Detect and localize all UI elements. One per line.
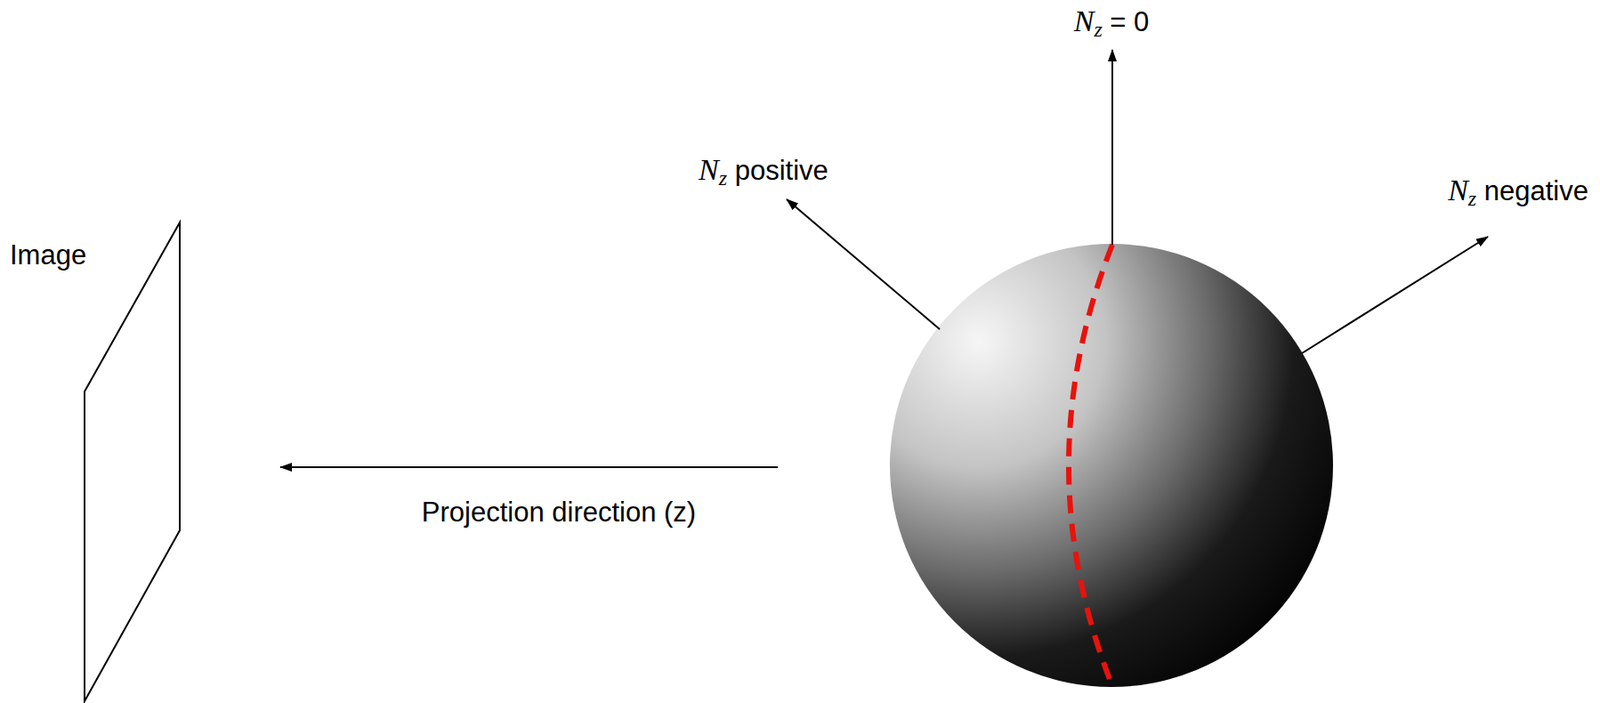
label-rest: = 0	[1102, 6, 1150, 38]
label-rest: negative	[1476, 175, 1589, 207]
normal-label: Nz = 0	[1074, 3, 1150, 43]
occluding-contour	[1068, 244, 1113, 687]
projection-arrow	[280, 466, 778, 469]
normal-label: Nz negative	[1447, 172, 1589, 212]
normal-arrow	[786, 199, 940, 330]
normal-arrow	[1111, 49, 1114, 245]
subscript: z	[1093, 17, 1102, 41]
normal-label: Nz positive	[698, 152, 829, 192]
normal-arrow	[1301, 236, 1488, 354]
symbol: N	[1447, 173, 1469, 207]
plane-label: Image	[9, 238, 87, 272]
subscript: z	[719, 166, 728, 190]
image-plane	[84, 222, 180, 702]
subscript: z	[1468, 186, 1477, 211]
label-rest: positive	[727, 154, 829, 186]
symbol: N	[1074, 4, 1095, 38]
symbol: N	[698, 153, 720, 186]
sphere	[889, 243, 1334, 687]
axis-label: Projection direction (z)	[421, 495, 696, 529]
